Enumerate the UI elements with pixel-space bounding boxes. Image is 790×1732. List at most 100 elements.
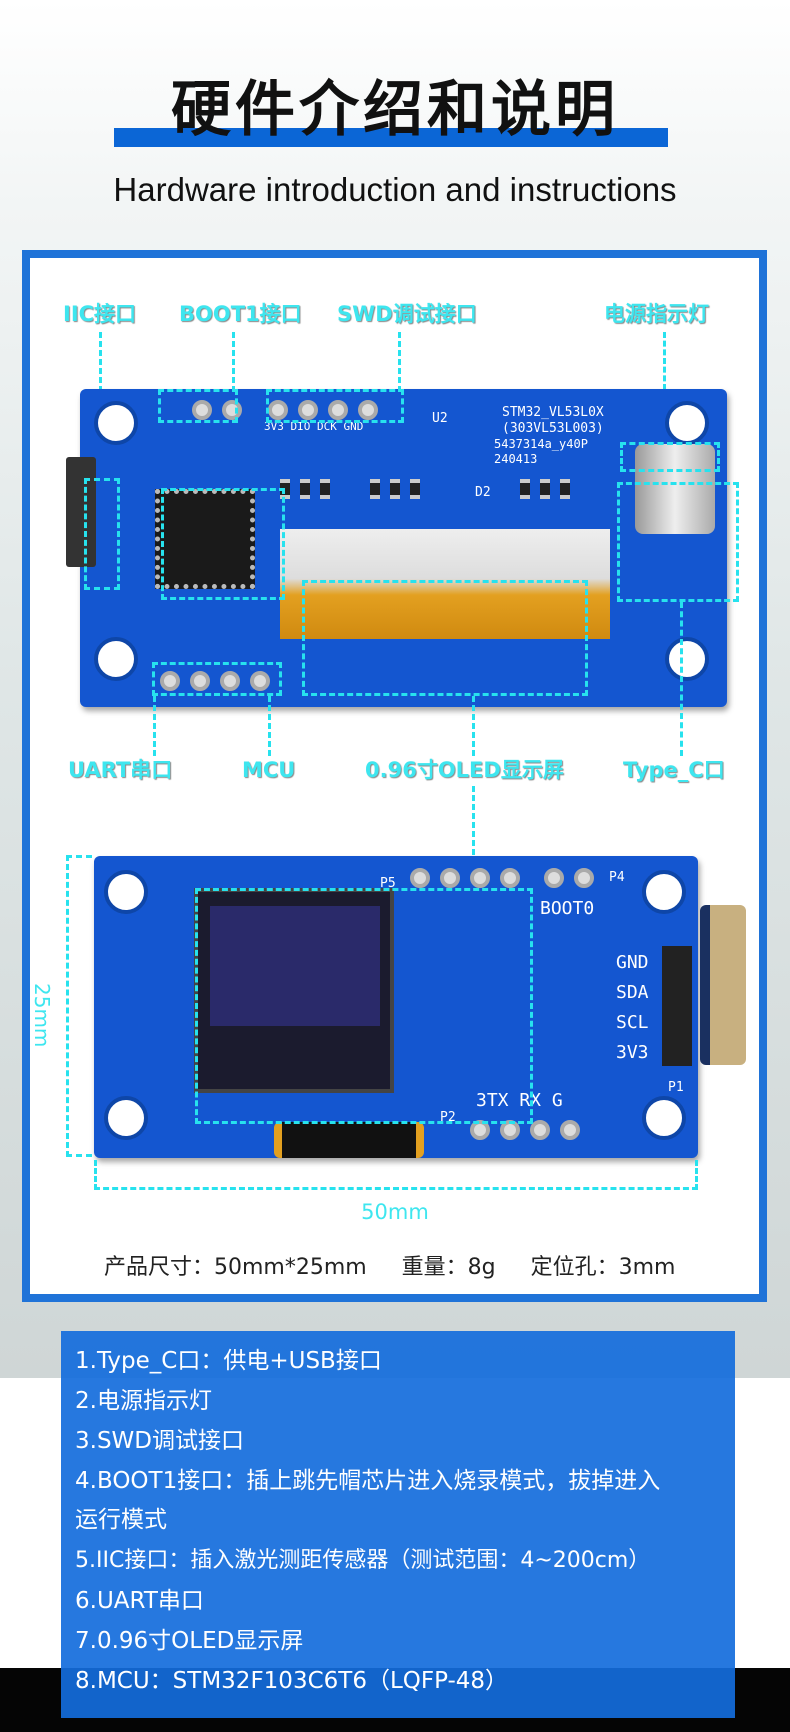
- mount-hole: [642, 1096, 686, 1140]
- leader-line: [153, 696, 156, 756]
- info-line: 3.SWD调试接口: [75, 1428, 244, 1454]
- silk-swd-pins: 3V3 DIO DCK GND: [264, 420, 364, 433]
- silk-board-code: (303VL53L003): [502, 421, 604, 436]
- pin: [250, 671, 270, 691]
- leader-line: [472, 786, 475, 864]
- info-line: 4.BOOT1接口：插上跳先帽芯片进入烧录模式，拔掉进入: [75, 1468, 661, 1494]
- info-line: 1.Type_C口：供电+USB接口: [75, 1348, 382, 1374]
- label-oled: 0.96寸OLED显示屏: [365, 758, 564, 782]
- oled-screen: [194, 888, 394, 1093]
- highlight-swd: [266, 389, 404, 423]
- highlight-power-led: [620, 442, 720, 472]
- pin: [544, 868, 564, 888]
- silk-u2: U2: [432, 411, 448, 426]
- mount-hole: [104, 1096, 148, 1140]
- pin: [268, 400, 288, 420]
- pin: [470, 868, 490, 888]
- component: [390, 479, 400, 499]
- pin-label-gnd: GND: [616, 952, 649, 973]
- pin: [190, 671, 210, 691]
- pin-label-scl: SCL: [616, 1012, 649, 1033]
- label-iic: IIC接口: [63, 302, 137, 326]
- silk-id: 5437314a_y40P: [494, 437, 588, 451]
- label-swd: SWD调试接口: [337, 302, 477, 326]
- pcb-front: 3V3 DIO DCK GND STM32_VL53L0X (303VL53L0…: [66, 389, 727, 707]
- oled-active-area: [210, 906, 380, 1026]
- oled-fpc-connector: [280, 529, 610, 639]
- silk-date: 240413: [494, 452, 538, 466]
- oled-flex-cable: [274, 1122, 424, 1158]
- pcb-back: P5 P4 BOOT0 GND SDA SCL 3V3 P1 P2 3TX RX…: [94, 856, 698, 1158]
- silk-uart-pins: 3TX RX G: [476, 1090, 563, 1111]
- dimension-width-line: [94, 1160, 698, 1190]
- info-line: 2.电源指示灯: [75, 1388, 212, 1414]
- page-title: 硬件介绍和说明: [171, 75, 619, 145]
- leader-line: [398, 332, 401, 392]
- info-line: 8.MCU：STM32F103C6T6（LQFP-48）: [75, 1668, 509, 1694]
- sensor-module: [700, 905, 746, 1065]
- pin: [530, 1120, 550, 1140]
- label-mcu: MCU: [242, 758, 296, 782]
- iic-header: [66, 457, 96, 567]
- label-power-led: 电源指示灯: [604, 302, 709, 326]
- header-p1: [662, 946, 692, 1066]
- silk-p1: P1: [668, 1080, 684, 1095]
- mount-hole: [94, 637, 138, 681]
- info-line: 运行模式: [75, 1507, 167, 1533]
- component: [540, 479, 550, 499]
- leader-line: [472, 696, 475, 756]
- label-boot1: BOOT1接口: [179, 302, 302, 326]
- dimension-width: 50mm: [361, 1200, 429, 1224]
- page-subtitle: Hardware introduction and instructions: [113, 171, 677, 208]
- leader-line: [268, 696, 271, 756]
- mount-hole: [104, 870, 148, 914]
- component: [300, 479, 310, 499]
- label-typec: Type_C口: [623, 758, 725, 782]
- silk-d2: D2: [475, 485, 491, 500]
- dimension-height: 25mm: [30, 983, 54, 1048]
- component: [520, 479, 530, 499]
- info-line: 5.IIC接口：插入激光测距传感器（测试范围：4~200cm）: [75, 1548, 651, 1573]
- dimension-height-line: [66, 855, 92, 1157]
- pin-label-3v3: 3V3: [616, 1042, 649, 1063]
- mount-hole: [665, 637, 709, 681]
- pin: [192, 400, 212, 420]
- highlight-mcu: [161, 488, 285, 600]
- silk-p5: P5: [380, 876, 396, 891]
- info-line: 6.UART串口: [75, 1588, 204, 1614]
- pin: [574, 868, 594, 888]
- mount-hole: [94, 401, 138, 445]
- component: [320, 479, 330, 499]
- info-box: 1.Type_C口：供电+USB接口 2.电源指示灯 3.SWD调试接口 4.B…: [61, 1331, 735, 1718]
- pin: [500, 868, 520, 888]
- spec-line: 产品尺寸：50mm*25mm 重量：8g 定位孔：3mm: [104, 1255, 676, 1280]
- pin: [440, 868, 460, 888]
- component: [370, 479, 380, 499]
- leader-line: [232, 332, 235, 392]
- highlight-iic: [84, 478, 120, 590]
- silk-boot0: BOOT0: [540, 898, 595, 919]
- highlight-typec: [617, 482, 739, 602]
- type-c-port: [635, 444, 715, 534]
- pin: [298, 400, 318, 420]
- pin: [410, 868, 430, 888]
- pin: [160, 671, 180, 691]
- mount-hole: [642, 870, 686, 914]
- highlight-oled-back: [195, 888, 533, 1124]
- pin: [560, 1120, 580, 1140]
- component: [410, 479, 420, 499]
- highlight-oled: [302, 580, 588, 696]
- leader-line: [663, 332, 666, 442]
- leader-line: [680, 602, 683, 756]
- silk-board-name: STM32_VL53L0X: [502, 405, 604, 420]
- pin: [328, 400, 348, 420]
- info-line: 7.0.96寸OLED显示屏: [75, 1628, 304, 1654]
- highlight-uart: [152, 662, 282, 696]
- component: [280, 479, 290, 499]
- silk-p4: P4: [609, 870, 625, 885]
- label-uart: UART串口: [68, 758, 173, 782]
- pin: [220, 671, 240, 691]
- component: [560, 479, 570, 499]
- mcu-chip: [155, 489, 255, 589]
- pin: [358, 400, 378, 420]
